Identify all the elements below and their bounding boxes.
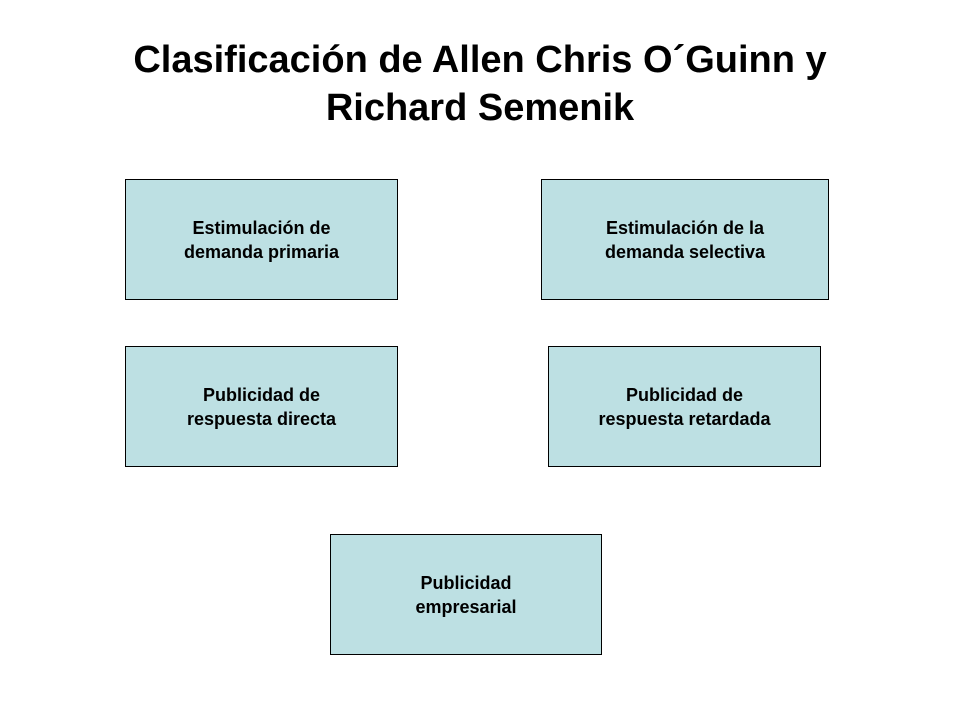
box-label-line-2: empresarial <box>415 596 517 617</box>
box-label-line-2: demanda primaria <box>183 241 340 262</box>
box-label: Publicidad empresarial <box>415 571 516 619</box>
box-label: Estimulación de la demanda selectiva <box>605 216 765 264</box>
box-selective-demand-stimulation: Estimulación de la demanda selectiva <box>541 179 829 300</box>
box-corporate-advertising: Publicidad empresarial <box>330 534 602 655</box>
box-label-line-2: respuesta retardada <box>598 408 771 429</box>
box-label-line-2: respuesta directa <box>186 408 337 429</box>
box-label-line-1: Publicidad de <box>625 384 744 405</box>
box-label-line-2: demanda selectiva <box>604 241 766 262</box>
box-label-line-1: Estimulación de <box>192 217 331 238</box>
box-label: Publicidad de respuesta retardada <box>598 383 770 431</box>
box-label: Publicidad de respuesta directa <box>187 383 336 431</box>
box-label-line-1: Publicidad de <box>202 384 320 405</box>
box-primary-demand-stimulation: Estimulación de demanda primaria <box>125 179 398 300</box>
slide-title-line-1: Clasificación de Allen Chris O´Guinn y <box>133 39 827 81</box>
box-direct-response-advertising: Publicidad de respuesta directa <box>125 346 398 467</box>
slide-title: Clasificación de Allen Chris O´Guinn y R… <box>40 36 920 132</box>
box-label: Estimulación de demanda primaria <box>184 216 339 264</box>
box-label-line-1: Estimulación de la <box>605 217 765 238</box>
box-delayed-response-advertising: Publicidad de respuesta retardada <box>548 346 821 467</box>
slide-title-line-2: Richard Semenik <box>325 87 635 129</box>
box-label-line-1: Publicidad <box>420 572 512 593</box>
